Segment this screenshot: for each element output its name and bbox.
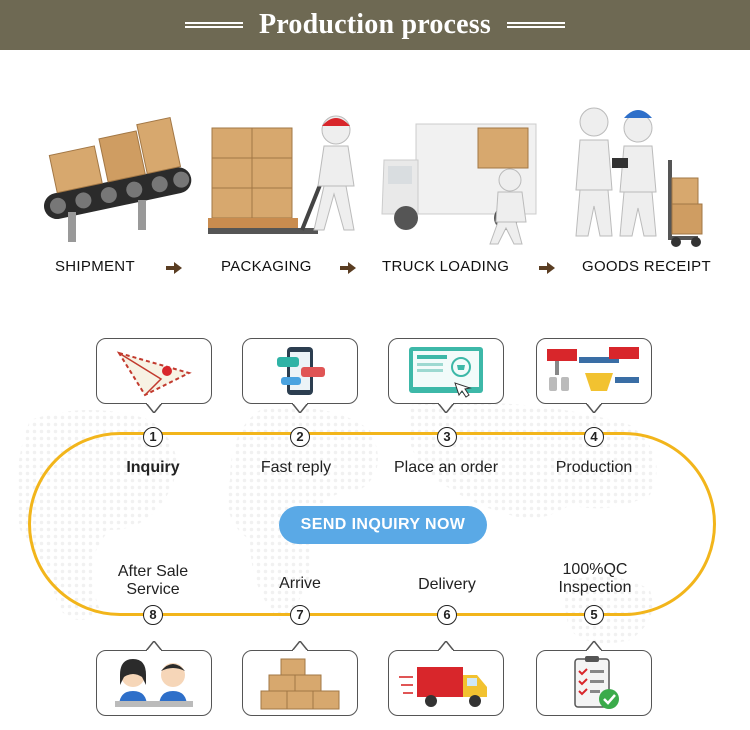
goods-receipt-icon — [575, 107, 703, 247]
page-title: Production process — [258, 9, 492, 40]
stage-label-truck-loading: TRUCK LOADING — [382, 258, 510, 275]
step-number-7: 7 — [290, 605, 310, 625]
bubble-after-sale — [96, 641, 212, 716]
step-label-qc: 100%QC Inspection — [558, 561, 632, 596]
stage-label-packaging: PACKAGING — [221, 258, 312, 275]
stage-label-shipment: SHIPMENT — [55, 258, 135, 275]
bubble-production — [536, 338, 652, 413]
title-banner: Production process — [0, 0, 750, 50]
step-label-place-order: Place an order — [393, 459, 499, 476]
send-inquiry-button[interactable]: SEND INQUIRY NOW — [279, 506, 487, 544]
stage-label-goods-receipt: GOODS RECEIPT — [582, 258, 711, 275]
pallet-jack-icon — [208, 115, 355, 234]
step-number-5: 5 — [584, 605, 604, 625]
step-number-4: 4 — [584, 427, 604, 447]
step-label-production: Production — [555, 459, 633, 476]
paper-plane-icon — [116, 351, 192, 397]
title-rule-right — [507, 22, 566, 28]
chat-phone-icon — [277, 347, 325, 395]
step-label-inquiry: Inquiry — [126, 459, 180, 476]
delivery-truck-icon — [399, 667, 487, 707]
truck-loading-icon — [381, 123, 537, 245]
arrow-right-icon — [166, 262, 182, 274]
boxes-icon — [260, 658, 340, 710]
process-loop — [28, 432, 716, 616]
step-number-1: 1 — [143, 427, 163, 447]
step-label-arrive: Arrive — [279, 575, 321, 592]
bubble-place-order — [388, 338, 504, 413]
step-number-2: 2 — [290, 427, 310, 447]
arrow-right-icon — [539, 262, 555, 274]
conveyor-belt-icon — [44, 116, 192, 242]
step-label-fast-reply: Fast reply — [260, 459, 332, 476]
bubble-fast-reply — [242, 338, 358, 413]
step-number-3: 3 — [437, 427, 457, 447]
bubble-delivery — [388, 641, 504, 716]
bubble-arrive — [242, 641, 358, 716]
service-agents-icon — [115, 659, 193, 707]
checklist-icon — [574, 656, 619, 709]
factory-line-icon — [547, 347, 639, 391]
step-label-delivery: Delivery — [418, 576, 476, 593]
bubble-qc-inspection — [536, 641, 652, 716]
bubble-inquiry — [96, 338, 212, 413]
arrow-right-icon — [340, 262, 356, 274]
step-number-8: 8 — [143, 605, 163, 625]
title-rule-left — [184, 22, 243, 28]
step-label-after-sale: After Sale Service — [117, 563, 189, 598]
step-number-6: 6 — [437, 605, 457, 625]
online-order-icon — [409, 347, 483, 398]
